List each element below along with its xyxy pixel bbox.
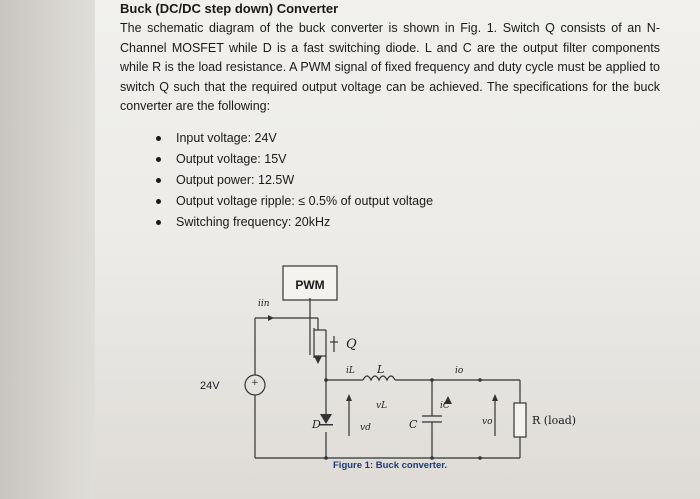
section-title: Buck (DC/DC step down) Converter xyxy=(120,1,339,16)
bullet-icon xyxy=(156,136,161,141)
spec-item: Output voltage ripple: ≤ 0.5% of output … xyxy=(150,191,433,212)
output-voltage-label: vo xyxy=(482,417,493,427)
spec-item: Output power: 12.5W xyxy=(150,170,433,191)
spec-item: Input voltage: 24V xyxy=(150,128,433,149)
load-resistor-label: R (load) xyxy=(532,414,576,427)
input-current-label: iin xyxy=(258,299,270,309)
bullet-icon xyxy=(156,199,161,204)
inductor-current-label: iL xyxy=(346,366,355,376)
figure-caption: Figure 1: Buck converter. xyxy=(333,460,448,471)
inductor xyxy=(362,375,396,382)
output-current-label: io xyxy=(455,366,464,376)
load-resistor xyxy=(513,402,527,438)
diode-d-label: D xyxy=(311,418,321,431)
switch-q-label: Q xyxy=(346,337,357,352)
spec-item: Switching frequency: 20kHz xyxy=(150,212,433,233)
inductor-l-label: L xyxy=(376,363,384,376)
bullet-icon xyxy=(156,178,161,183)
svg-text:+: + xyxy=(251,378,259,388)
description-paragraph: The schematic diagram of the buck conver… xyxy=(120,21,660,114)
page-margin-shadow xyxy=(0,0,95,499)
capacitor-c-label: C xyxy=(409,418,418,431)
bullet-icon xyxy=(156,220,161,225)
source-voltage-label: 24V xyxy=(200,380,220,392)
pwm-label: PWM xyxy=(295,278,324,292)
specifications-list: Input voltage: 24V Output voltage: 15V O… xyxy=(150,128,433,233)
capacitor-current-label: iC xyxy=(440,401,450,411)
bullet-icon xyxy=(156,157,161,162)
diode-voltage-label: vd xyxy=(360,423,371,433)
spec-item: Output voltage: 15V xyxy=(150,149,433,170)
inductor-voltage-label: vL xyxy=(376,401,387,411)
